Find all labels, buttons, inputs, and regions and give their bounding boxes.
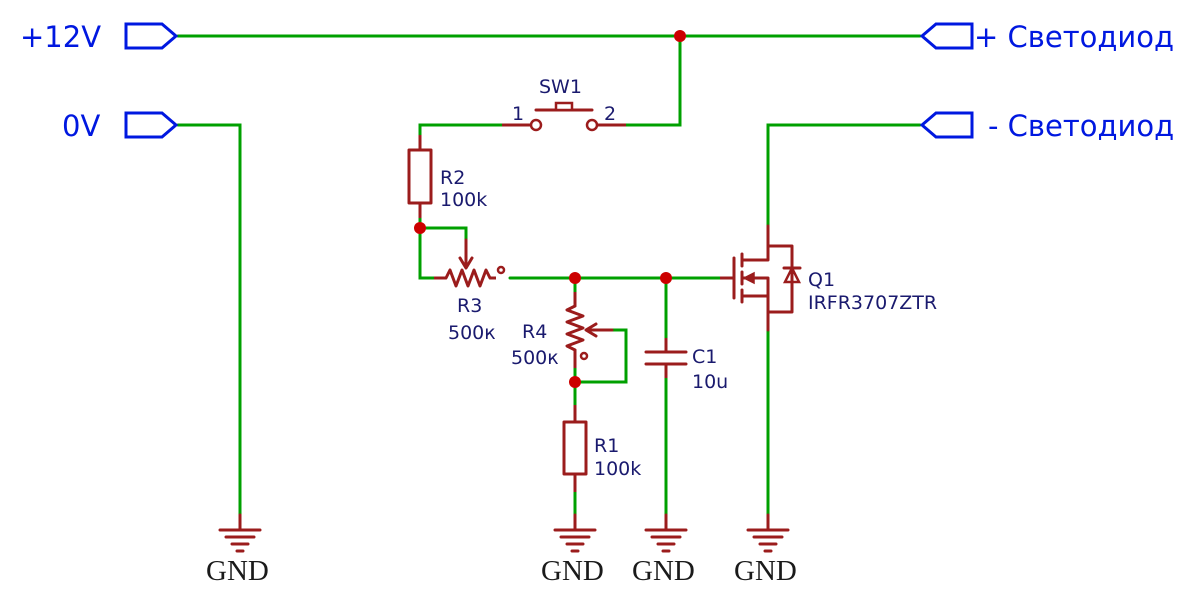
sw1-contact-2 [585,118,599,132]
port-0v-label: 0V [62,109,100,143]
port-led-minus-shape [919,111,974,139]
gnd1-label: GND [206,555,269,587]
r1-ref: R1 [594,435,619,457]
wire-sw1-r2 [418,123,504,137]
r2-ref: R2 [440,167,465,189]
junction-gate-c1 [660,272,672,284]
wire-drain-led [766,123,922,228]
ground-gnd2: GND [541,513,604,587]
potentiometer-r4: R4 500к [511,292,614,369]
port-plus12v-shape [124,22,179,50]
switch-sw1: SW1 1 2 [502,76,626,132]
sw1-plunger [554,101,574,112]
resistor-r2: R2 100k [407,135,487,218]
junction-rail [674,30,686,42]
sw1-ref: SW1 [539,76,582,98]
sw1-contact-1 [529,118,543,132]
r4-value: 500к [511,347,559,369]
r2-value: 100k [440,189,487,211]
r3-end-marker [496,265,506,275]
q1-diode-frame [766,244,794,314]
q1-value: IRFR3707ZTR [808,292,937,314]
q1-drain [740,224,770,262]
junction-r4-r1 [569,376,581,388]
q1-body-arrow [742,271,755,285]
r3-ref: R3 [457,295,482,317]
q1-ref: Q1 [808,269,835,291]
resistor-r1: R1 100k [562,405,641,492]
r1-value: 100k [594,458,641,480]
r4-wiper-arrow [584,322,598,338]
mosfet-q1: Q1 IRFR3707ZTR [720,224,937,332]
junctions [414,30,686,388]
port-0v: 0V [62,109,179,143]
r4-end-marker [579,351,589,361]
q1-body-link [740,276,770,298]
wire-rail-sw1 [624,34,682,127]
wire-r3-left [418,226,436,280]
wire-0v-gnd [176,123,242,517]
wire-r3-wiper [418,226,468,242]
r4-ref: R4 [522,321,547,343]
r2-body [407,148,433,205]
q1-diode-triangle [782,265,802,284]
r3-body [444,268,492,288]
potentiometer-r3: R3 500к [434,238,506,344]
port-led-minus-label: - Светодиод [988,109,1174,143]
r1-body [562,420,588,476]
r3-wiper-arrow [458,256,474,270]
capacitor-c1: C1 10u [644,338,728,393]
port-0v-shape [124,111,179,139]
junction-r2-r3 [414,222,426,234]
port-plus12v-label: +12V [20,20,101,54]
port-led-minus: - Светодиод [919,109,1174,143]
wire-r4-wiper [573,328,628,384]
c1-value: 10u [692,371,728,393]
gnd2-label: GND [541,555,604,587]
c1-ref: C1 [692,346,717,368]
gnd3-label: GND [632,555,695,587]
ground-gnd1: GND [206,513,269,587]
port-led-plus-label: + Светодиод [974,20,1174,54]
port-led-plus-shape [919,22,974,50]
r3-value: 500к [448,322,496,344]
sw1-pin1-number: 1 [512,103,524,125]
r4-body [565,304,585,352]
junction-gate-r4 [569,272,581,284]
q1-source [740,294,770,332]
gnd4-label: GND [734,555,797,587]
port-plus12v: +12V [20,20,179,54]
ground-gnd3: GND [632,513,695,587]
port-led-plus: + Светодиод [919,20,1174,54]
ground-gnd4: GND [734,513,797,587]
sw1-pin2-number: 2 [604,103,616,125]
